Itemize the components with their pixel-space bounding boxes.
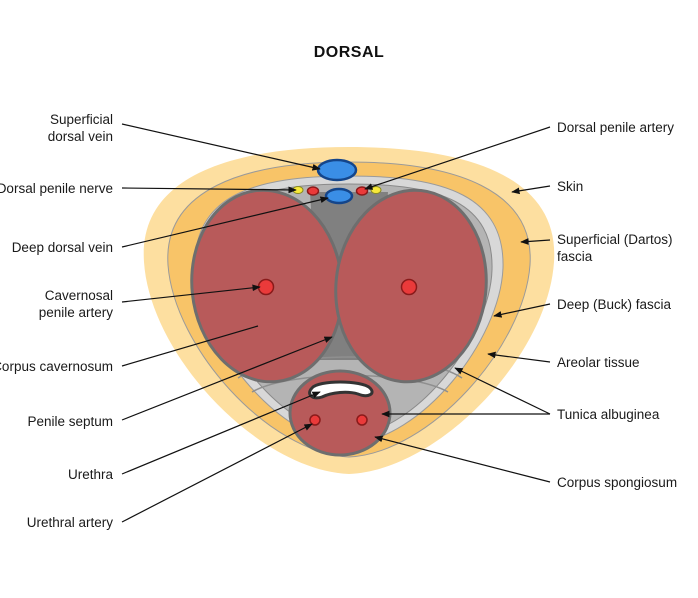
urethral-artery-right <box>356 414 368 426</box>
label-areolar-tissue: Areolar tissue <box>557 355 640 370</box>
leader-dorsal-penile-nerve <box>121 186 297 194</box>
label-line-2: fascia <box>557 249 593 264</box>
cavernosal-artery-left <box>257 278 275 296</box>
diagram-title: DORSAL <box>313 44 385 61</box>
label-deep-buck-fascia: Deep (Buck) fascia <box>557 297 672 312</box>
label-cavernosal-penile-artery: Cavernosal penile artery <box>39 287 113 321</box>
leader-dorsal-penile-artery <box>364 126 551 190</box>
leader-deep-dorsal-vein <box>121 196 329 248</box>
leader-penile-septum <box>121 336 333 421</box>
leader-cavernosal-artery <box>121 284 261 303</box>
label-corpus-cavernosum: Corpus cavernosum <box>0 359 113 374</box>
label-penile-septum: Penile septum <box>27 414 113 429</box>
label-dorsal-penile-artery: Dorsal penile artery <box>557 120 675 135</box>
label-tunica-albuginea: Tunica albuginea <box>557 407 660 422</box>
label-deep-dorsal-vein: Deep dorsal vein <box>11 240 113 255</box>
urethral-artery-left <box>309 414 321 426</box>
label-skin: Skin <box>557 179 584 194</box>
label-dorsal-penile-nerve: Dorsal penile nerve <box>0 181 113 196</box>
label-line-1: Superficial <box>49 112 113 127</box>
leader-tunica-upper <box>454 367 551 415</box>
leader-corpus-cavernosum <box>121 325 259 367</box>
leader-superficial-dorsal-vein <box>121 123 321 171</box>
label-superficial-dorsal-vein: Superficial dorsal vein <box>48 111 113 145</box>
label-urethral-artery: Urethral artery <box>26 515 113 530</box>
leader-skin <box>511 185 551 195</box>
label-superficial-dartos-fascia: Superficial (Dartos) fascia <box>557 231 673 265</box>
leader-buck-fascia <box>493 303 551 318</box>
label-line-2: penile artery <box>38 305 113 320</box>
leader-lines <box>121 123 551 523</box>
leader-dartos-fascia <box>520 238 551 245</box>
label-line-2: dorsal vein <box>47 129 113 144</box>
label-line-1: Cavernosal <box>44 288 113 303</box>
superficial-dorsal-vein <box>316 158 358 182</box>
dorsal-nerve-right <box>370 186 382 194</box>
leader-areolar-tissue <box>487 351 551 363</box>
dorsal-artery-left <box>306 186 320 196</box>
label-corpus-spongiosum: Corpus spongiosum <box>557 475 678 490</box>
leader-urethral-artery <box>121 423 313 523</box>
leader-urethra <box>121 391 321 475</box>
cavernosal-artery-right <box>400 278 418 296</box>
label-line-1: Superficial (Dartos) <box>557 232 673 247</box>
label-urethra: Urethra <box>67 467 113 482</box>
deep-dorsal-vein <box>324 187 354 205</box>
leader-corpus-spongiosum <box>374 435 551 483</box>
